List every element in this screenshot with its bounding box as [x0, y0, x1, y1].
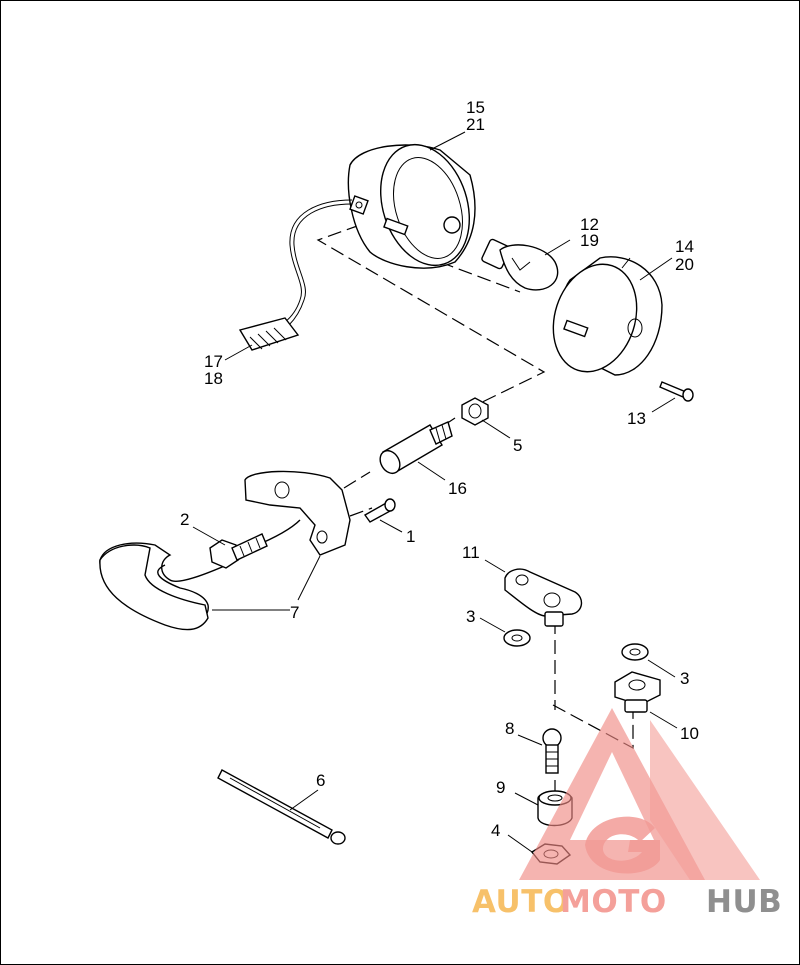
lock-washer-right [621, 643, 649, 661]
callout-20: 20 [675, 255, 694, 274]
watermark-moto: MOTO [560, 884, 667, 920]
callout-labels: 15 21 12 19 14 20 17 18 13 5 16 2 1 11 7… [180, 98, 699, 840]
callout-4: 4 [491, 821, 500, 840]
turn-signal-housing [347, 143, 476, 269]
watermark-text: AUTO MOTO HUB [472, 884, 782, 920]
callout-1: 1 [406, 527, 415, 546]
callout-19: 19 [580, 231, 599, 250]
callout-11: 11 [462, 543, 480, 562]
callout-18: 18 [204, 369, 223, 388]
callout-16: 16 [448, 479, 467, 498]
callout-9: 9 [496, 778, 505, 797]
callout-12: 12 [580, 215, 599, 234]
callout-8: 8 [505, 719, 514, 738]
callout-3-right: 3 [680, 669, 689, 688]
watermark-logo [519, 708, 760, 880]
callout-15: 15 [466, 98, 485, 117]
leader-lines [192, 131, 678, 853]
callout-5: 5 [513, 436, 522, 455]
watermark-auto: AUTO [472, 884, 570, 920]
lens-screw [659, 381, 694, 402]
clamp-bolt [209, 533, 268, 569]
cable-strap [217, 769, 346, 845]
mounting-stud [379, 421, 453, 475]
lens [552, 256, 663, 376]
ball-stud [542, 728, 562, 774]
lock-washer-left [503, 629, 531, 647]
callout-13: 13 [627, 409, 646, 428]
hex-nut [461, 397, 489, 426]
callout-3-left: 3 [466, 607, 475, 626]
callout-7: 7 [290, 603, 299, 622]
signal-bracket [504, 568, 583, 627]
callout-14: 14 [675, 237, 694, 256]
clamp-screw [363, 498, 396, 523]
callout-21: 21 [466, 115, 485, 134]
spacer [614, 671, 661, 713]
watermark-hub: HUB [706, 884, 782, 920]
callout-10: 10 [680, 724, 699, 743]
callout-2: 2 [180, 510, 189, 529]
callout-6: 6 [316, 771, 325, 790]
bulb [481, 238, 559, 291]
callout-17: 17 [204, 352, 223, 371]
wire-harness [238, 199, 353, 351]
